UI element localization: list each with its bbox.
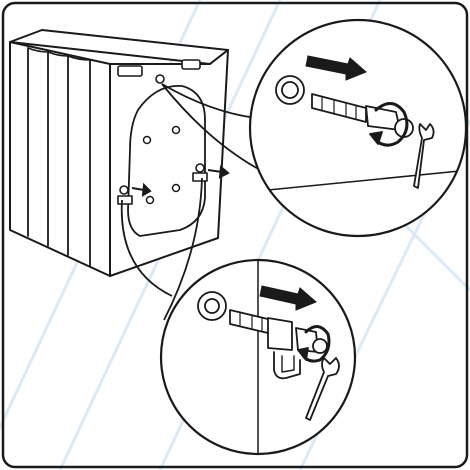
machine-side [10,42,110,276]
callout-upper-detail [250,20,470,236]
spacer-bracket [268,318,292,350]
washing-machine [10,30,228,276]
rear-handle-right [182,60,200,69]
callout-lower-detail [161,258,355,470]
rear-handle-left [118,66,142,76]
transit-bolt-top [156,75,164,83]
rear-cover [128,86,205,236]
